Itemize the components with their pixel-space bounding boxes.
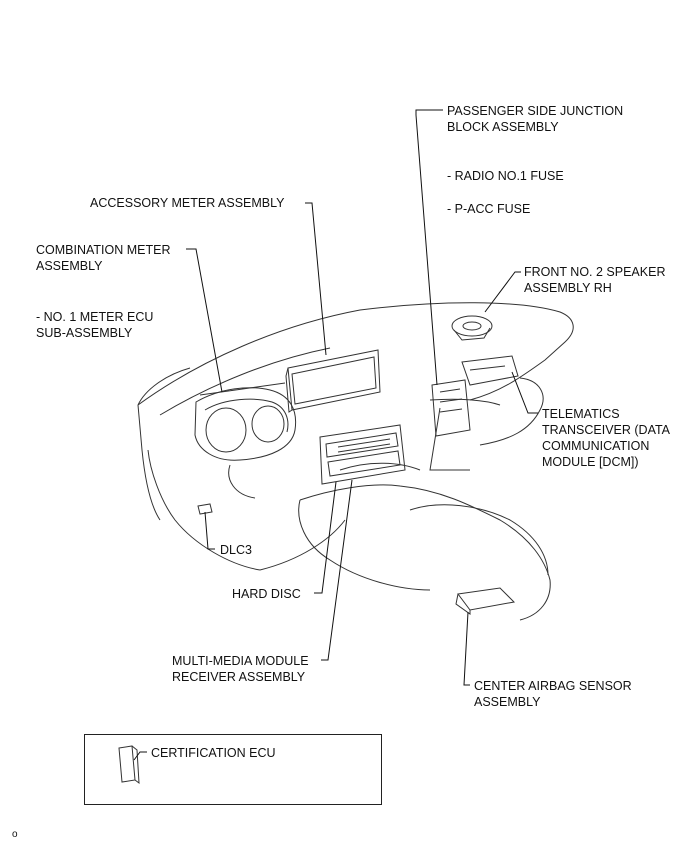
telematics-label: TELEMATICS TRANSCEIVER (DATA COMMUNICATI…: [542, 407, 671, 469]
combination-meter: [194, 382, 297, 461]
airbag-sensor: [455, 587, 516, 615]
front-speaker-label: FRONT NO. 2 SPEAKER ASSEMBLY RH: [524, 265, 666, 295]
dashboard-outline: [137, 302, 574, 406]
airbag-sensor-label: CENTER AIRBAG SENSOR ASSEMBLY: [474, 679, 632, 709]
pacc-fuse-label: - P-ACC FUSE: [447, 202, 531, 216]
dlc3-connector: [197, 503, 213, 515]
accessory-meter: [285, 349, 381, 413]
junction-block: [431, 379, 471, 437]
hard-disc-label: HARD DISC: [232, 587, 301, 601]
multimedia-receiver: [319, 424, 406, 485]
corner-mark: o: [12, 829, 18, 840]
accessory-meter-label: ACCESSORY METER ASSEMBLY: [90, 196, 285, 210]
center-console: [299, 484, 551, 621]
meter-ecu-label: - NO. 1 METER ECU SUB-ASSEMBLY: [36, 310, 154, 340]
leader-lines: [133, 109, 538, 761]
passenger-junction-block-label: PASSENGER SIDE JUNCTION BLOCK ASSEMBLY: [447, 104, 624, 134]
certification-ecu-part: [118, 745, 140, 785]
dlc3-label: DLC3: [220, 543, 252, 557]
front-speaker: [451, 315, 493, 341]
radio-fuse-label: - RADIO NO.1 FUSE: [447, 169, 564, 183]
combination-meter-label: COMBINATION METER ASSEMBLY: [36, 243, 171, 273]
multimedia-label: MULTI-MEDIA MODULE RECEIVER ASSEMBLY: [172, 654, 309, 684]
certification-ecu-box: [84, 734, 382, 805]
telematics-transceiver: [461, 355, 519, 386]
certification-ecu-label: CERTIFICATION ECU: [151, 746, 276, 760]
